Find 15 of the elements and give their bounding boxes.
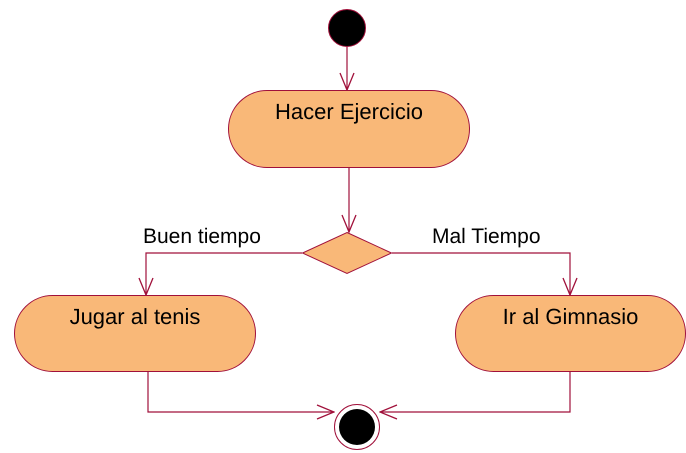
action-label: Ir al Gimnasio — [502, 304, 638, 329]
arrow — [392, 252, 578, 296]
arrow — [339, 47, 355, 91]
action-box — [455, 295, 686, 372]
action-label: Jugar al tenis — [70, 304, 200, 329]
edge-label: Mal Tiempo — [432, 225, 541, 248]
action-label: Hacer Ejercicio — [275, 99, 423, 124]
arrow — [138, 252, 302, 296]
arrow — [341, 168, 357, 233]
decision-diamond — [302, 232, 392, 274]
edge-label: Buen tiempo — [143, 225, 261, 248]
final-node — [334, 404, 380, 450]
arrow — [379, 372, 571, 420]
initial-node — [328, 9, 366, 47]
arrow — [147, 372, 335, 420]
